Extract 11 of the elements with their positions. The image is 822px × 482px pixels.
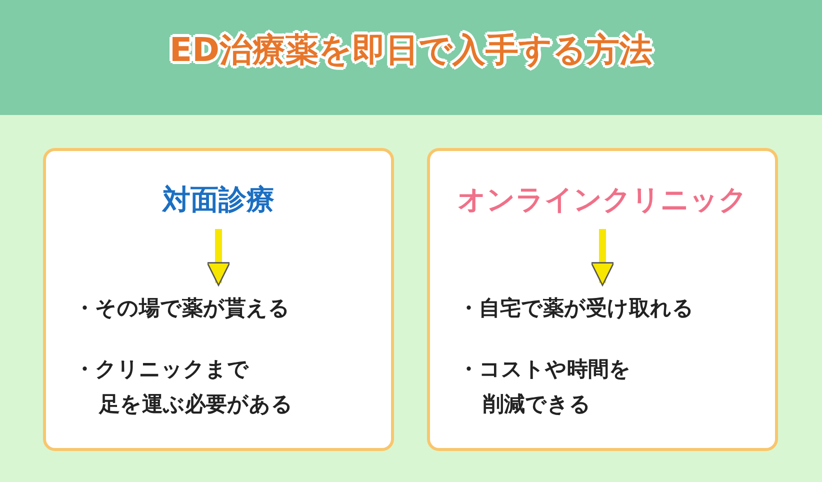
card-heading: オンラインクリニック <box>430 181 775 219</box>
card <box>427 148 778 451</box>
bullet-text: ・クリニックまで足を運ぶ必要がある <box>74 356 294 418</box>
down-arrow <box>590 229 614 286</box>
down-arrow <box>206 229 230 286</box>
bullet-text: ・自宅で薬が受け取れる <box>458 295 695 322</box>
card <box>43 148 394 451</box>
bullet-text: ・その場で薬が貰える <box>74 295 291 322</box>
title: ED治療薬を即日で入手する方法 <box>168 29 654 71</box>
card-heading: 対面診療 <box>46 181 391 219</box>
bullet-text: ・コストや時間を削減できる <box>458 356 632 418</box>
